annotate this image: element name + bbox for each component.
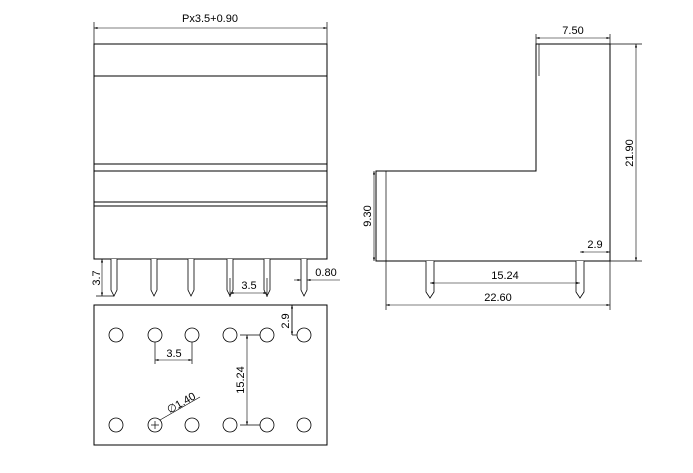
pin: [150, 259, 158, 297]
pcb-hole: [259, 417, 275, 433]
side-total-height-label: 21.90: [624, 139, 636, 167]
front-body-outline: [93, 43, 328, 260]
front-view: Px3.5+0.90 3.7 3.5 0.80: [91, 13, 340, 297]
side-total-length-label: 22.60: [484, 292, 512, 304]
pcb-pitch-label: 3.5: [166, 348, 181, 360]
pin: [110, 259, 118, 297]
pcb-hole: [259, 327, 275, 343]
pin: [187, 259, 195, 297]
pcb-hole: [147, 327, 163, 343]
pcb-hole: [108, 417, 124, 433]
side-pin: [425, 261, 435, 299]
front-pins: [110, 259, 308, 297]
pcb-outline: [93, 304, 328, 446]
pcb-layout: 3.5 15.24 2.9 ∅1.40: [93, 304, 328, 446]
side-body-height-label: 9.30: [362, 205, 374, 226]
pcb-hole: [296, 327, 312, 343]
pcb-edge-offset-label: 2.9: [280, 313, 292, 328]
pcb-hole: [222, 417, 238, 433]
pin: [300, 259, 308, 297]
pcb-holes-bottom-row: [108, 417, 312, 433]
pcb-hole: [184, 327, 200, 343]
side-row-spacing-label: 15.24: [491, 270, 519, 282]
pcb-hole: [222, 327, 238, 343]
pcb-holes-top-row: [108, 327, 312, 343]
pcb-hole: [184, 417, 200, 433]
pin-length-label: 3.7: [91, 270, 103, 285]
side-top-width-label: 7.50: [562, 25, 583, 37]
pcb-hole: [108, 327, 124, 343]
side-view: 7.50 21.90 9.30 2.9 15.24 22.60: [362, 25, 642, 310]
pin-width-label: 0.80: [315, 267, 336, 279]
width-dimension-label: Px3.5+0.90: [182, 13, 238, 25]
hole-diameter-leader: [159, 396, 201, 421]
pcb-row-spacing-label: 15.24: [235, 366, 247, 394]
pcb-hole: [296, 417, 312, 433]
pcb-hole-diameter-label: ∅1.40: [165, 390, 198, 416]
side-pin-offset-label: 2.9: [587, 239, 602, 251]
side-pin: [575, 261, 585, 299]
pin-pitch-label: 3.5: [241, 280, 256, 292]
side-profile-outline: [375, 43, 611, 262]
